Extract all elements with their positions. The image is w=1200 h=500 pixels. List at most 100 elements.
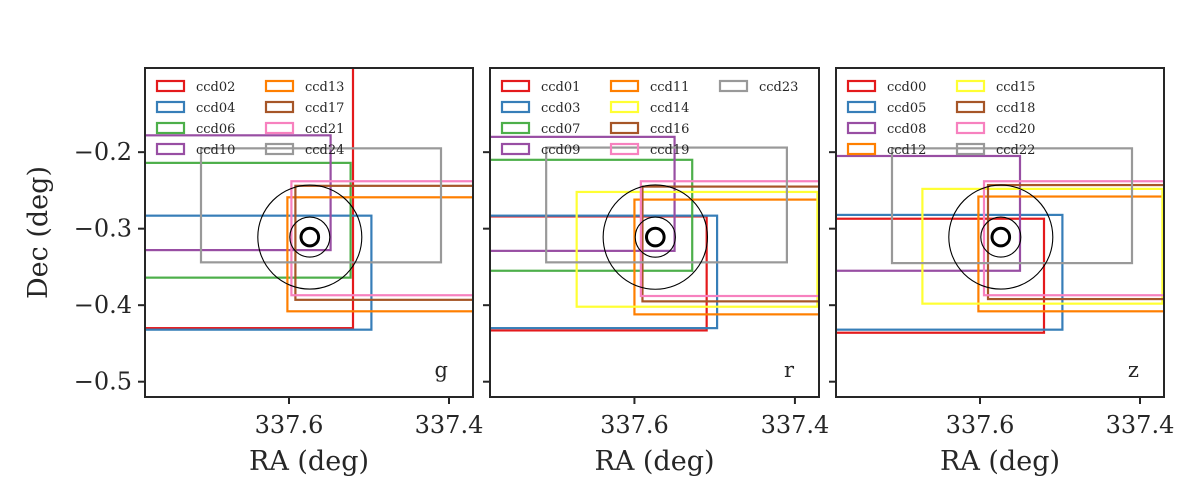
legend-label-ccd09: ccd09 xyxy=(541,143,580,158)
legend-label-ccd22: ccd22 xyxy=(996,143,1035,158)
legend: ccd01ccd03ccd07ccd09ccd11ccd14ccd16ccd19… xyxy=(500,79,798,158)
legend-swatch-ccd22 xyxy=(955,142,986,156)
legend-swatch-ccd18 xyxy=(955,100,986,114)
plot-area xyxy=(490,135,819,332)
y-tick-label: −0.2 xyxy=(74,138,132,166)
legend-swatch-ccd11 xyxy=(609,79,640,93)
ccd-footprint-ccd08 xyxy=(836,154,1022,272)
plot-frame xyxy=(144,67,474,398)
y-axis-label: Dec (deg) xyxy=(23,166,54,299)
ccd-footprint-ccd07 xyxy=(490,158,694,272)
legend-label-ccd12: ccd12 xyxy=(887,143,926,158)
ccd-footprint-ccd09 xyxy=(490,135,676,252)
legend-swatch-ccd06 xyxy=(155,121,186,135)
y-tick-label: −0.4 xyxy=(74,291,132,319)
legend-swatch-ccd05 xyxy=(846,100,877,114)
legend-label-ccd15: ccd15 xyxy=(996,80,1035,95)
y-tick-label: −0.5 xyxy=(74,368,132,396)
legend-swatch-ccd21 xyxy=(264,121,295,135)
legend-label-ccd10: ccd10 xyxy=(196,143,235,158)
legend-label-ccd20: ccd20 xyxy=(996,122,1035,137)
legend-label-ccd07: ccd07 xyxy=(541,122,580,137)
ccd-footprint-ccd03 xyxy=(490,214,719,330)
ccd-footprint-ccd10 xyxy=(145,134,332,252)
band-label: g xyxy=(435,358,448,382)
ccd-footprint-ccd19 xyxy=(639,180,819,298)
plot-background xyxy=(490,68,819,397)
ccd-footprint-ccd17 xyxy=(294,184,473,301)
legend-swatch-ccd10 xyxy=(155,142,186,156)
target-circle-3 xyxy=(257,184,363,290)
legend-label-ccd19: ccd19 xyxy=(650,143,689,158)
ccd-footprint-ccd18 xyxy=(986,183,1164,301)
legend-label-ccd08: ccd08 xyxy=(887,122,926,137)
target-circle-2 xyxy=(289,216,331,258)
band-label: r xyxy=(784,358,795,382)
y-tick-label: −0.3 xyxy=(74,215,132,243)
legend-label-ccd23: ccd23 xyxy=(759,80,798,95)
plot-frame xyxy=(489,67,820,398)
ccd-footprint-ccd05 xyxy=(836,213,1064,331)
plot-background xyxy=(836,68,1164,397)
legend-label-ccd02: ccd02 xyxy=(196,80,235,95)
ccd-footprint-ccd16 xyxy=(641,185,819,303)
x-tick-label: 337.6 xyxy=(255,411,324,439)
target-circle-1 xyxy=(990,226,1012,248)
legend-swatch-ccd07 xyxy=(500,121,531,135)
target-circle-1 xyxy=(299,226,321,248)
x-tick-label: 337.4 xyxy=(1106,411,1175,439)
target-circle-3 xyxy=(602,184,709,290)
legend-label-ccd14: ccd14 xyxy=(650,101,689,116)
legend-swatch-ccd09 xyxy=(500,142,531,156)
plot-area xyxy=(836,147,1164,334)
x-axis-label: RA (deg) xyxy=(594,446,714,477)
ccd-footprint-ccd14 xyxy=(575,190,819,308)
ccd-footprint-ccd04 xyxy=(145,214,373,331)
legend-label-ccd05: ccd05 xyxy=(887,101,926,116)
legend-swatch-ccd03 xyxy=(500,100,531,114)
legend-label-ccd06: ccd06 xyxy=(196,122,235,137)
ccd-footprint-ccd24 xyxy=(199,147,443,264)
legend-label-ccd01: ccd01 xyxy=(541,80,580,95)
target-circle-3 xyxy=(948,184,1054,290)
legend-label-ccd04: ccd04 xyxy=(196,101,235,116)
legend-swatch-ccd08 xyxy=(846,121,877,135)
band-label: z xyxy=(1128,358,1139,382)
ccd-footprint-ccd06 xyxy=(145,161,352,279)
legend-swatch-ccd04 xyxy=(155,100,186,114)
plot-area xyxy=(145,68,473,331)
legend-swatch-ccd24 xyxy=(264,142,295,156)
legend-swatch-ccd12 xyxy=(846,142,877,156)
target-circle-2 xyxy=(980,216,1022,258)
legend-swatch-ccd17 xyxy=(264,100,295,114)
ccd-footprint-ccd00 xyxy=(836,217,1046,334)
legend-label-ccd11: ccd11 xyxy=(650,80,689,95)
x-tick-label: 337.6 xyxy=(946,411,1015,439)
ccd-footprint-ccd12 xyxy=(977,195,1164,313)
ccd-footprint-ccd02 xyxy=(145,68,355,330)
legend-label-ccd24: ccd24 xyxy=(305,143,344,158)
plot-background xyxy=(145,68,473,397)
panel-g: 337.6 337.4 −0.2 −0.3 −0.4 −0.5 RA (deg) Dec (d… xyxy=(23,67,484,477)
x-axis-label: RA (deg) xyxy=(249,446,369,477)
legend-label-ccd16: ccd16 xyxy=(650,122,689,137)
x-axis-label: RA (deg) xyxy=(940,446,1060,477)
ccd-footprint-ccd13 xyxy=(286,196,473,313)
x-tick-label: 337.4 xyxy=(415,411,484,439)
legend-swatch-ccd13 xyxy=(264,79,295,93)
legend-swatch-ccd15 xyxy=(955,79,986,93)
legend-swatch-ccd14 xyxy=(609,100,640,114)
x-tick-label: 337.4 xyxy=(761,411,830,439)
ccd-footprint-ccd23 xyxy=(545,146,789,264)
legend-label-ccd18: ccd18 xyxy=(996,101,1035,116)
plot-frame xyxy=(835,67,1165,398)
legend-label-ccd17: ccd17 xyxy=(305,101,344,116)
legend-label-ccd21: ccd21 xyxy=(305,122,344,137)
x-tick-label: 337.6 xyxy=(600,411,669,439)
ccd-footprint-ccd20 xyxy=(982,180,1164,297)
